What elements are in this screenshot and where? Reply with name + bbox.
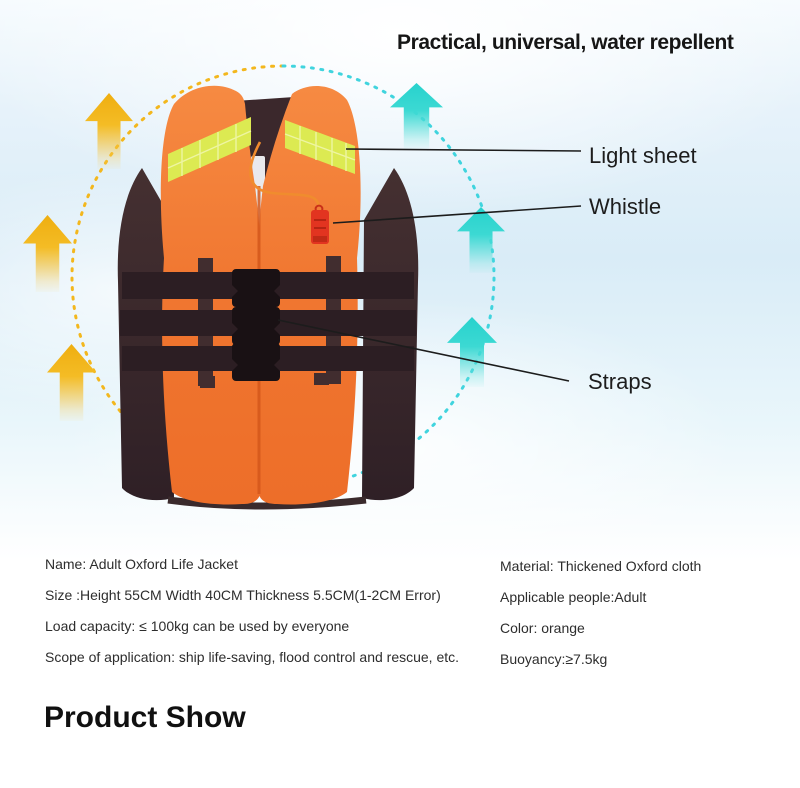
spec-scope: Scope of application: ship life-saving, …: [45, 649, 460, 665]
callout-label-whistle: Whistle: [589, 194, 662, 219]
callout-label-light-sheet: Light sheet: [589, 143, 697, 168]
page-title: Practical, universal, water repellent: [397, 31, 734, 54]
spec-color: Color: orange: [500, 620, 585, 636]
watercolor-background: [0, 0, 800, 560]
spec-material: Material: Thickened Oxford cloth: [500, 558, 702, 574]
spec-buoyancy: Buoyancy:≥7.5kg: [500, 651, 608, 667]
spec-size: Size :Height 55CM Width 40CM Thickness 5…: [45, 587, 441, 603]
spec-applicable-people: Applicable people:Adult: [500, 589, 647, 605]
spec-name: Name: Adult Oxford Life Jacket: [45, 556, 238, 572]
callout-label-straps: Straps: [588, 369, 652, 394]
spec-load-capacity: Load capacity: ≤ 100kg can be used by ev…: [45, 618, 350, 634]
section-heading-product-show: Product Show: [44, 701, 246, 734]
spec-column-right: Material: Thickened Oxford cloth Applica…: [500, 558, 701, 682]
spec-column-left: Name: Adult Oxford Life Jacket Size :Hei…: [45, 556, 459, 680]
